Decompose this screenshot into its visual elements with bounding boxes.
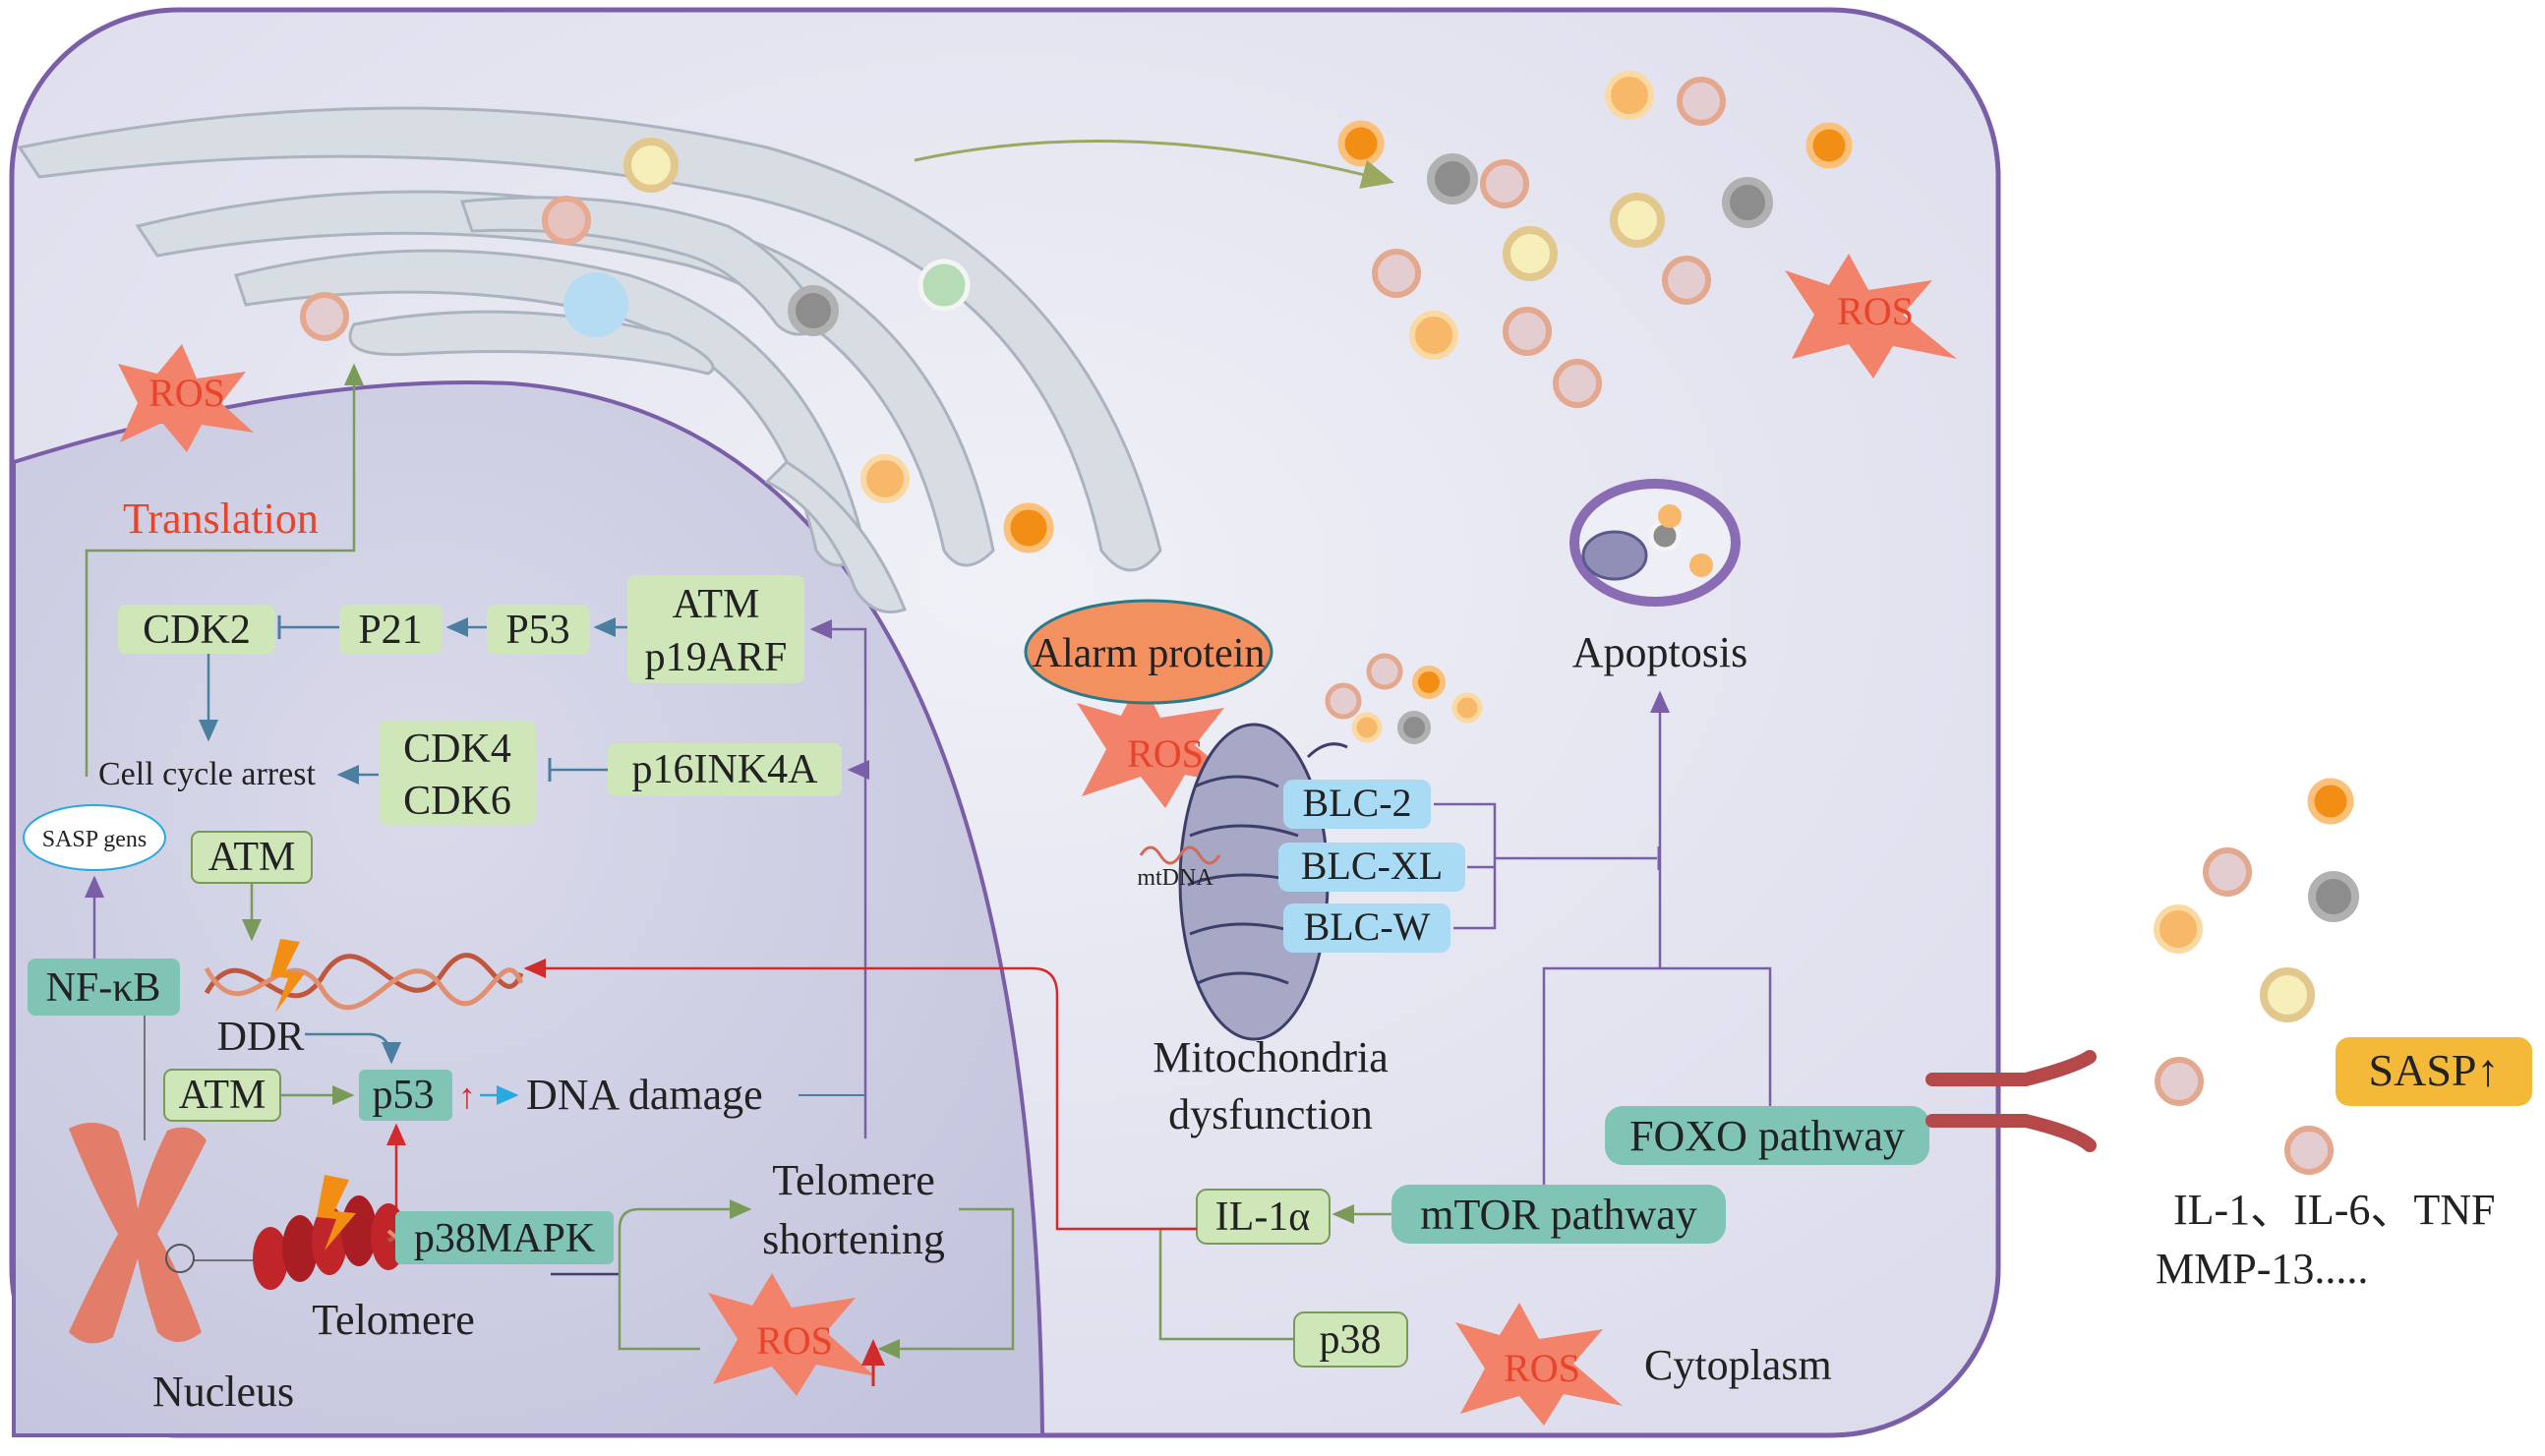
svg-text:P21: P21: [358, 608, 422, 653]
cytokines-line1: IL-1、IL-6、TNF: [2173, 1186, 2496, 1234]
sasp-badge: [2336, 1037, 2532, 1106]
telomere-to-ros-loop: [877, 1207, 1015, 1359]
svg-text:ROS: ROS: [756, 1318, 833, 1363]
p53-top-box: P53: [487, 605, 590, 654]
membrane-receptor-icon: [1925, 1050, 2097, 1152]
alarm-protein-label: Alarm protein: [1033, 631, 1266, 676]
blc-bracket: [1434, 802, 1657, 930]
svg-text:BLC-2: BLC-2: [1302, 781, 1411, 825]
svg-text:CDK6: CDK6: [403, 779, 511, 824]
ros-to-telomere-loop: [618, 1209, 749, 1351]
nucleus-label: Nucleus: [152, 1368, 294, 1416]
granules-mito: [1325, 653, 1483, 744]
sasp-gens-label: SASP gens: [42, 827, 147, 852]
blc2-box: BLC-2: [1283, 780, 1431, 829]
atm-p19arf-box: ATM p19ARF: [627, 575, 804, 683]
cell-cycle-arrest-label: Cell cycle arrest: [98, 756, 316, 792]
svg-text:NF-κB: NF-κB: [46, 965, 161, 1011]
blcxl-box: BLC-XL: [1278, 843, 1465, 892]
p38mapk-box: p38MAPK: [395, 1211, 614, 1264]
mito-label-line1: Mitochondria: [1153, 1033, 1389, 1081]
svg-text:BLC-XL: BLC-XL: [1301, 844, 1443, 888]
mito-label-line2: dysfunction: [1168, 1090, 1373, 1138]
svg-text:ROS: ROS: [148, 371, 225, 415]
svg-text:ROS: ROS: [1504, 1346, 1580, 1390]
p16ink4a-box: p16INK4A: [608, 743, 842, 796]
svg-text:p38: p38: [1320, 1317, 1382, 1363]
foxo-box: FOXO pathway: [1605, 1106, 1929, 1165]
cytoplasm-label: Cytoplasm: [1644, 1341, 1832, 1389]
cdk2-box: CDK2: [118, 605, 275, 654]
svg-text:CDK2: CDK2: [143, 608, 251, 653]
telomere-locus-icon: [165, 1244, 195, 1273]
dna-helix-icon: [204, 953, 524, 1011]
telomere-shortening-line2: shortening: [762, 1215, 945, 1263]
svg-text:p16INK4A: p16INK4A: [632, 747, 819, 792]
granules-extracellular: [2154, 778, 2359, 1175]
svg-text:ATM: ATM: [208, 835, 296, 880]
granules-cytoplasm: [1337, 71, 1853, 408]
ros-burst-top-right: ROS: [1785, 254, 1957, 379]
chromosome-icon: [69, 1122, 207, 1344]
cytokines-line2: MMP-13.....: [2156, 1245, 2368, 1293]
pathway-to-apoptosis-arrow: [1542, 693, 1772, 1209]
il1a-to-dna-arrow: [523, 959, 1197, 1231]
svg-text:BLC-W: BLC-W: [1304, 904, 1431, 949]
ddr-to-p53-arrow: [305, 1032, 401, 1065]
svg-text:mTOR pathway: mTOR pathway: [1420, 1191, 1697, 1239]
svg-text:CDK4: CDK4: [403, 727, 511, 772]
svg-text:FOXO pathway: FOXO pathway: [1629, 1112, 1905, 1160]
svg-text:ROS: ROS: [1837, 289, 1914, 333]
mtdna-label: mtDNA: [1137, 865, 1213, 891]
apoptosis-label: Apoptosis: [1572, 628, 1747, 676]
atm-mid-box: ATM: [191, 831, 313, 884]
ros-burst-top-left: ROS: [118, 344, 254, 452]
svg-text:ATM: ATM: [179, 1073, 266, 1118]
p38-box: p38: [1293, 1311, 1408, 1368]
sasp-gens-badge: [23, 804, 166, 871]
p53-bottom-box: p53: [359, 1070, 452, 1121]
telomere-label: Telomere: [312, 1296, 475, 1344]
ddr-label: DDR: [217, 1015, 305, 1060]
svg-text:ATM: ATM: [673, 582, 760, 627]
damage-bolt-icon: [270, 939, 305, 1013]
svg-text:p53: p53: [373, 1073, 435, 1118]
blcw-box: BLC-W: [1283, 903, 1450, 953]
translation-label: Translation: [123, 495, 319, 543]
translation-arrow: [85, 363, 364, 777]
ros-burst-cytoplasm: ROS: [1455, 1303, 1623, 1426]
nfkb-box: NF-κB: [28, 959, 180, 1016]
granules-er: [300, 138, 1054, 553]
apoptotic-body-icon: [1569, 479, 1741, 607]
svg-text:P53: P53: [505, 608, 569, 653]
svg-text:p19ARF: p19ARF: [645, 635, 788, 680]
p21-box: P21: [339, 605, 443, 654]
telomere-shortening-line1: Telomere: [772, 1156, 935, 1204]
atm-bottom-box: ATM: [163, 1069, 281, 1122]
secretion-arrow: [914, 140, 1394, 189]
ros-burst-telomere: ROS: [708, 1273, 875, 1396]
p53-up-arrow: ↑: [458, 1077, 476, 1116]
mtor-box: mTOR pathway: [1391, 1185, 1726, 1244]
svg-text:ROS: ROS: [1127, 731, 1204, 776]
dna-damage-label: DNA damage: [526, 1071, 763, 1119]
svg-text:IL-1α: IL-1α: [1215, 1194, 1311, 1240]
telomere-damage-bolt-icon: [317, 1175, 356, 1251]
sasp-label: SASP↑: [2369, 1045, 2500, 1095]
cdk46-box: CDK4 CDK6: [379, 721, 536, 825]
il1a-box: IL-1α: [1196, 1189, 1331, 1245]
alarm-protein-badge: [1024, 599, 1273, 705]
svg-text:p38MAPK: p38MAPK: [414, 1216, 595, 1261]
